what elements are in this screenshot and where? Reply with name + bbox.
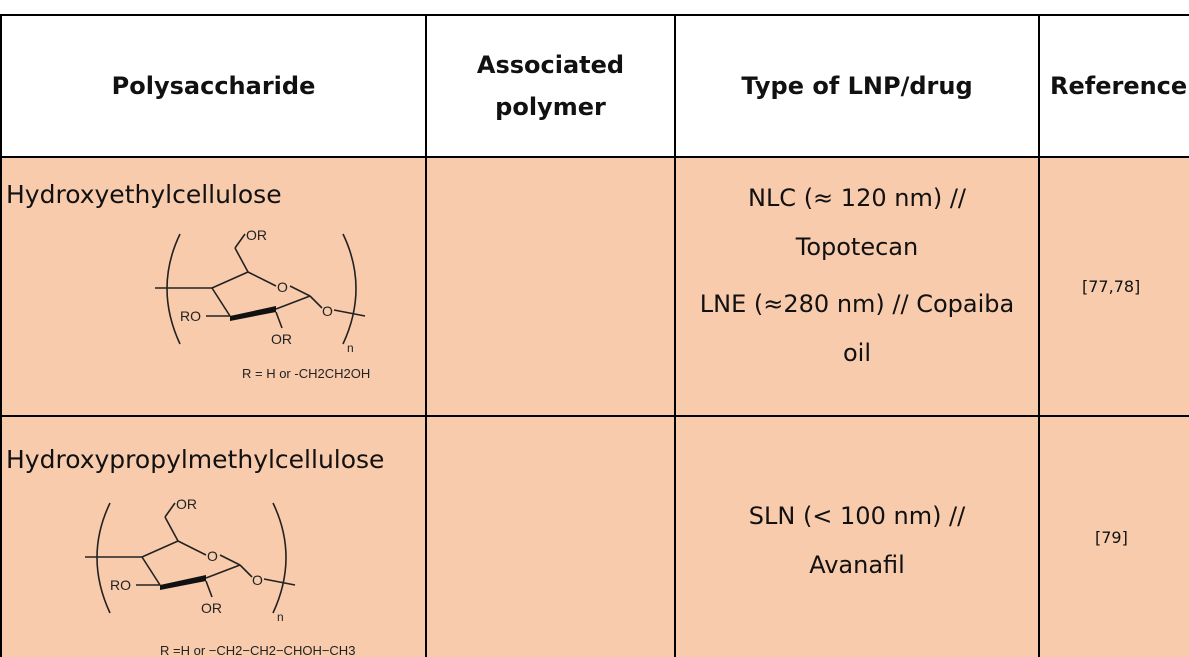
lnp-line: NLC (≈ 120 nm) // xyxy=(747,184,966,212)
reference-text: [79] xyxy=(1095,527,1128,547)
header-bottom-border xyxy=(0,156,1189,158)
column-divider-1 xyxy=(425,14,427,657)
row-1-bottom-border xyxy=(0,415,1189,417)
svg-text:O: O xyxy=(322,303,333,319)
lnp-line: Topotecan xyxy=(795,233,919,261)
polysaccharide-name: Hydroxyethylcellulose xyxy=(6,180,282,209)
header-reference: Reference xyxy=(1040,16,1189,156)
table-top-border xyxy=(0,14,1189,16)
table-left-border xyxy=(0,14,2,657)
header-type-of-lnp: Type of LNP/drug xyxy=(676,16,1038,156)
svg-text:O: O xyxy=(277,279,288,295)
header-associated-polymer-label: Associated polymer xyxy=(476,51,625,121)
svg-text:O: O xyxy=(207,548,218,564)
reference-cell: [77,78] xyxy=(1040,158,1189,415)
svg-text:OR: OR xyxy=(246,228,267,243)
svg-text:OR: OR xyxy=(201,600,222,616)
column-divider-2 xyxy=(674,14,676,657)
svg-text:RO: RO xyxy=(180,308,201,324)
svg-text:O: O xyxy=(252,572,263,588)
lnp-drug-text: SLN (< 100 nm) // Avanafil xyxy=(676,492,1038,590)
svg-text:n: n xyxy=(347,341,354,355)
hydroxypropylmethylcellulose-structure: O OR RO OR O n R =H or −CH2−CH2−CHOH−CH3 xyxy=(85,497,355,657)
row-2-background xyxy=(2,417,1189,657)
structure-substituent-text: R =H or −CH2−CH2−CHOH−CH3 xyxy=(160,643,355,657)
column-divider-3 xyxy=(1038,14,1040,657)
lnp-line: Avanafil xyxy=(809,551,905,579)
header-reference-label: Reference xyxy=(1050,72,1188,100)
header-type-of-lnp-label: Type of LNP/drug xyxy=(741,72,973,100)
svg-text:OR: OR xyxy=(176,497,197,512)
reference-text: [77,78] xyxy=(1082,277,1141,296)
hydroxyethylcellulose-structure: O OR RO OR O n R = H or -CH2CH2OH xyxy=(155,228,370,381)
svg-text:OR: OR xyxy=(271,331,292,347)
lnp-line: LNE (≈280 nm) // Copaiba xyxy=(699,290,1015,318)
lnp-drug-text: NLC (≈ 120 nm) // Topotecan LNE (≈280 nm… xyxy=(676,174,1038,378)
lnp-line: oil xyxy=(842,339,872,367)
structure-substituent-text: R = H or -CH2CH2OH xyxy=(242,366,370,381)
polysaccharide-name: Hydroxypropylmethylcellulose xyxy=(6,445,385,474)
row-1-background xyxy=(2,158,1189,415)
header-associated-polymer: Associated polymer xyxy=(427,16,674,156)
svg-text:n: n xyxy=(277,610,284,624)
reference-cell: [79] xyxy=(1040,417,1189,657)
header-polysaccharide-label: Polysaccharide xyxy=(111,72,316,100)
svg-text:RO: RO xyxy=(110,577,131,593)
lnp-line: SLN (< 100 nm) // xyxy=(748,502,966,530)
header-polysaccharide: Polysaccharide xyxy=(2,16,425,156)
